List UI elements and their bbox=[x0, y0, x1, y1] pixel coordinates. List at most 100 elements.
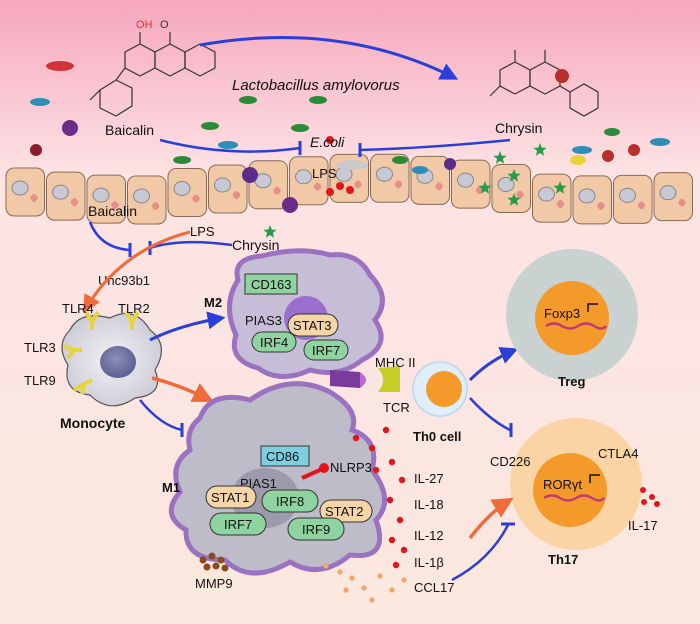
bacterium-icon bbox=[282, 197, 298, 213]
cytokine-dot bbox=[368, 444, 376, 452]
m2-label: M2 bbox=[204, 295, 222, 310]
th0-inhibit-th17-path bbox=[469, 397, 511, 432]
cytokine-dot bbox=[400, 546, 408, 554]
tlr-receptors bbox=[63, 310, 140, 395]
m2-irf4-box bbox=[251, 331, 297, 353]
ccl17-dot bbox=[389, 587, 395, 593]
m1-label: M1 bbox=[162, 480, 180, 495]
organelle-icon bbox=[313, 182, 322, 191]
baicalin-to-chrysin-arrow bbox=[199, 35, 459, 80]
chrysin-star-icon bbox=[493, 151, 507, 164]
inhibit-th17-path bbox=[451, 524, 510, 582]
bacterium-icon bbox=[62, 120, 78, 136]
treg-nucleus bbox=[535, 281, 609, 355]
top-chrysin-label: Chrysin bbox=[495, 120, 542, 136]
irf8-label: IRF8 bbox=[276, 494, 304, 509]
mmp9-granules bbox=[199, 552, 229, 572]
bacterium-icon bbox=[309, 96, 327, 104]
ccl17-dot bbox=[377, 573, 383, 579]
top-baicalin-label: Baicalin bbox=[105, 122, 154, 138]
epithelial-nucleus bbox=[214, 177, 231, 193]
m1-irf7-label: IRF7 bbox=[224, 517, 252, 532]
nlrp3-label: NLRP3 bbox=[330, 460, 372, 475]
m2-irf7-label: IRF7 bbox=[312, 343, 340, 358]
epithelial-nucleus bbox=[538, 186, 555, 202]
monocyte-to-m2-arrow bbox=[149, 311, 226, 342]
organelle-icon bbox=[232, 191, 241, 200]
epithelial-nucleus bbox=[659, 185, 677, 201]
mid-chrysin-label: Chrysin bbox=[232, 237, 279, 253]
epithelial-cell-layer bbox=[5, 153, 693, 225]
irf9-box bbox=[287, 517, 345, 541]
m1-irf7-box bbox=[209, 512, 267, 536]
bacterium-icon bbox=[326, 136, 334, 144]
chrysin-star-icon bbox=[478, 181, 492, 194]
dna-icon bbox=[545, 322, 607, 330]
lactobacillus-label: Lactobacillus amylovorus bbox=[232, 77, 400, 94]
organelle-icon bbox=[556, 200, 565, 209]
ccl17-dot bbox=[323, 563, 329, 569]
organelle-icon bbox=[637, 201, 646, 210]
ccl17-dot bbox=[361, 585, 367, 591]
bacterium-icon bbox=[242, 167, 258, 183]
cd163-label: CD163 bbox=[251, 277, 291, 292]
stat2-label: STAT2 bbox=[325, 504, 364, 519]
m2-irf7-box bbox=[303, 339, 349, 361]
chrysin-star-icon bbox=[507, 193, 521, 206]
cytokine-dot bbox=[352, 434, 360, 442]
promoter-arrow-icon bbox=[589, 474, 600, 483]
th0-to-treg-arrow bbox=[468, 346, 519, 382]
chrysin-star-icon bbox=[533, 143, 547, 156]
foxp3-label: Foxp3 bbox=[544, 306, 580, 321]
epithelial-nucleus bbox=[52, 184, 69, 200]
cytokine-dot bbox=[382, 426, 390, 434]
bacterium-icon bbox=[570, 155, 586, 165]
ccl17-dot bbox=[401, 577, 407, 583]
cytokine-dots bbox=[323, 426, 408, 603]
tlr9-label: TLR9 bbox=[24, 373, 56, 388]
stat1-box bbox=[205, 485, 257, 509]
tcr-icon bbox=[378, 366, 400, 392]
cytokine-dot bbox=[388, 458, 396, 466]
gut-microbes bbox=[30, 61, 670, 238]
organelle-icon bbox=[435, 182, 443, 191]
bacterium-icon bbox=[326, 188, 334, 196]
baicalin-inhibits-ecoli-line bbox=[159, 138, 301, 153]
epithelial-nucleus bbox=[295, 169, 312, 185]
cytokine-label-il18: IL-18 bbox=[414, 497, 444, 512]
chrysin-star-icon bbox=[263, 225, 277, 238]
mhc-ii-icon bbox=[330, 370, 360, 388]
epithelial-nucleus bbox=[619, 187, 636, 203]
th0-nucleus bbox=[426, 371, 462, 407]
cytokine-label-il1b: IL-1β bbox=[414, 555, 444, 570]
mid-baicalin-label: Baicalin bbox=[88, 203, 137, 219]
organelle-icon bbox=[192, 194, 200, 203]
stat3-box bbox=[287, 313, 339, 337]
ccl17-dot bbox=[343, 587, 349, 593]
organelle-icon bbox=[30, 194, 38, 202]
bacterium-icon bbox=[218, 141, 238, 149]
stat1-label: STAT1 bbox=[211, 490, 250, 505]
promoter-arrow-icon bbox=[587, 303, 598, 312]
epithelial-nucleus bbox=[497, 176, 515, 192]
epithelial-nucleus bbox=[578, 188, 596, 204]
pias3-label: PIAS3 bbox=[245, 313, 282, 328]
treg-label: Treg bbox=[558, 374, 586, 389]
organelle-icon bbox=[273, 186, 281, 195]
epithelial-nucleus bbox=[457, 172, 474, 188]
baicalin-atom-o: O bbox=[160, 19, 169, 31]
nlrp3-icon bbox=[319, 463, 329, 473]
bacterium-icon bbox=[336, 160, 368, 170]
monocyte-label: Monocyte bbox=[60, 415, 126, 431]
cytokine-label-il12: IL-12 bbox=[414, 528, 444, 543]
organelle-icon bbox=[516, 190, 524, 199]
mhc-ii-label: MHC II bbox=[375, 355, 415, 370]
cytokine-dot bbox=[386, 496, 394, 504]
th17-nucleus bbox=[533, 453, 607, 527]
cytokine-dot bbox=[388, 536, 396, 544]
ctla4-label: CTLA4 bbox=[598, 446, 638, 461]
cd86-label: CD86 bbox=[266, 449, 299, 464]
bacterium-icon bbox=[602, 150, 614, 162]
tlr2-label: TLR2 bbox=[118, 301, 150, 316]
th17-label: Th17 bbox=[548, 552, 578, 567]
